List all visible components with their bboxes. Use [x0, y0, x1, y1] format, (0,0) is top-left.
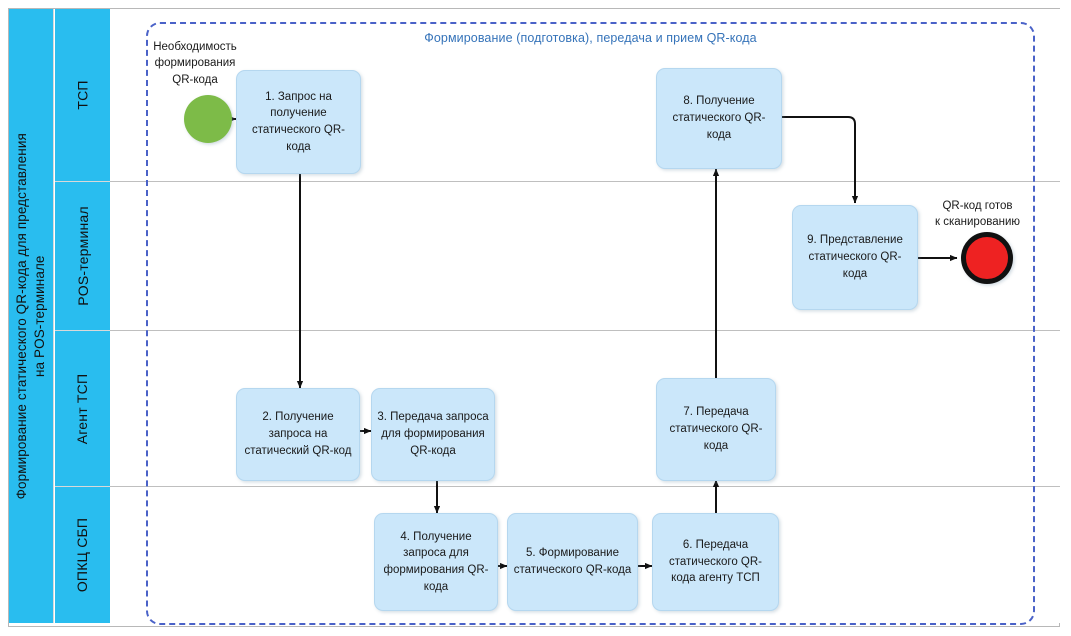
- task-3[interactable]: 3. Передача запроса для формирования QR-…: [371, 388, 495, 481]
- end-event-label-line-2: к сканированию: [935, 216, 1020, 229]
- pool-title-line-2: на POS-терминале: [32, 255, 47, 377]
- end-event-circle[interactable]: [961, 232, 1013, 284]
- lane-label-text: ТСП: [74, 80, 91, 110]
- task-1[interactable]: 1. Запрос на получение статического QR-к…: [236, 70, 361, 174]
- task-5[interactable]: 5. Формирование статического QR-кода: [507, 513, 638, 611]
- lane-label-tsp: ТСП: [55, 9, 110, 182]
- lane-label-text: Агент ТСП: [74, 373, 91, 444]
- pool-title-bar: Формирование статического QR-кода для пр…: [9, 9, 54, 623]
- start-event-label-line-2: формирования: [154, 57, 236, 70]
- pool-title-text: Формирование статического QR-кода для пр…: [13, 133, 49, 499]
- start-event-label-line-3: QR-кода: [172, 73, 218, 86]
- lane-label-pos-terminal: POS-терминал: [55, 182, 110, 331]
- task-6[interactable]: 6. Передача статического QR-кода агенту …: [652, 513, 779, 611]
- lane-label-opkc-sbp: ОПКЦ СБП: [55, 487, 110, 623]
- pool-title-line-1: Формирование статического QR-кода для пр…: [13, 132, 29, 500]
- lane-label-agent-tsp: Агент ТСП: [55, 331, 110, 487]
- lane-label-text: ОПКЦ СБП: [74, 517, 91, 593]
- subprocess-pool-title: Формирование (подготовка), передача и пр…: [424, 31, 757, 45]
- start-event-label: Необходимость формирования QR-кода: [140, 39, 250, 88]
- task-9[interactable]: 9. Представление статического QR-кода: [792, 205, 918, 310]
- task-8[interactable]: 8. Получение статического QR-кода: [656, 68, 782, 169]
- start-event-circle[interactable]: [184, 95, 232, 143]
- start-event-label-line-1: Необходимость: [153, 41, 237, 53]
- end-event-label-line-1: QR-код готов: [942, 200, 1013, 212]
- task-4[interactable]: 4. Получение запроса для формирования QR…: [374, 513, 498, 611]
- task-7[interactable]: 7. Передача статического QR-кода: [656, 378, 776, 481]
- task-2[interactable]: 2. Получение запроса на статический QR-к…: [236, 388, 360, 481]
- end-event-label: QR-код готов к сканированию: [910, 198, 1045, 231]
- lane-label-text: POS-терминал: [74, 206, 91, 306]
